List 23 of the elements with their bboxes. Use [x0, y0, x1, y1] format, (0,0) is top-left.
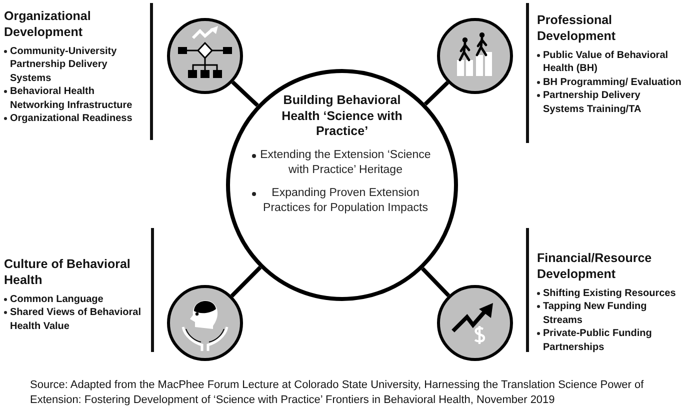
center-bullet-text: Extending the Extension ‘Science with Practice’ Heritage: [259, 148, 432, 178]
center-bullet-text: Expanding Proven Extension Practices for Population Impacts: [262, 186, 429, 216]
bullet-item: Shared Views of Behavioral Health Value: [10, 306, 142, 333]
section-heading: Organizational Development: [4, 8, 92, 40]
bullet-item: Behavioral Health Networking Infrastructure: [10, 85, 134, 112]
connector-line: [421, 267, 450, 298]
bullet-item: Shifting Existing Resources: [543, 286, 677, 300]
connector-line: [230, 266, 262, 298]
connector-line: [424, 81, 450, 106]
bullet-item: Public Value of Behavioral Health (BH): [543, 48, 670, 76]
bullet-item: Tapping New Funding Streams: [543, 300, 648, 327]
section-heading: Professional Development: [537, 12, 616, 44]
bullet-item: Community-University Partnership Delivery Systems: [10, 44, 118, 85]
bullet-item: Partnership Delivery Systems Training/TA: [543, 89, 642, 116]
center-title: Building Behavioral Health ‘Science with Practice’: [280, 93, 404, 140]
bullet-item: BH Programming/ Evaluation: [543, 76, 682, 89]
bullet-item: Common Language: [10, 292, 104, 306]
bullet-item: Organizational Readiness: [10, 112, 134, 126]
section-heading: Financial/Resource Development: [537, 250, 653, 282]
bullet-item: Private-Public Funding Partnerships: [543, 327, 653, 354]
section-heading: Culture of Behavioral Health: [4, 256, 132, 288]
connector-line: [231, 80, 259, 107]
source-caption: Source: Adapted from the MacPhee Forum Lecture at Colorado State University, Harnessing the Translation Science Power of Extension: Fostering Development of ‘Science with Practice’ Frontiers in Behavioral Health, November 2019: [30, 378, 645, 408]
